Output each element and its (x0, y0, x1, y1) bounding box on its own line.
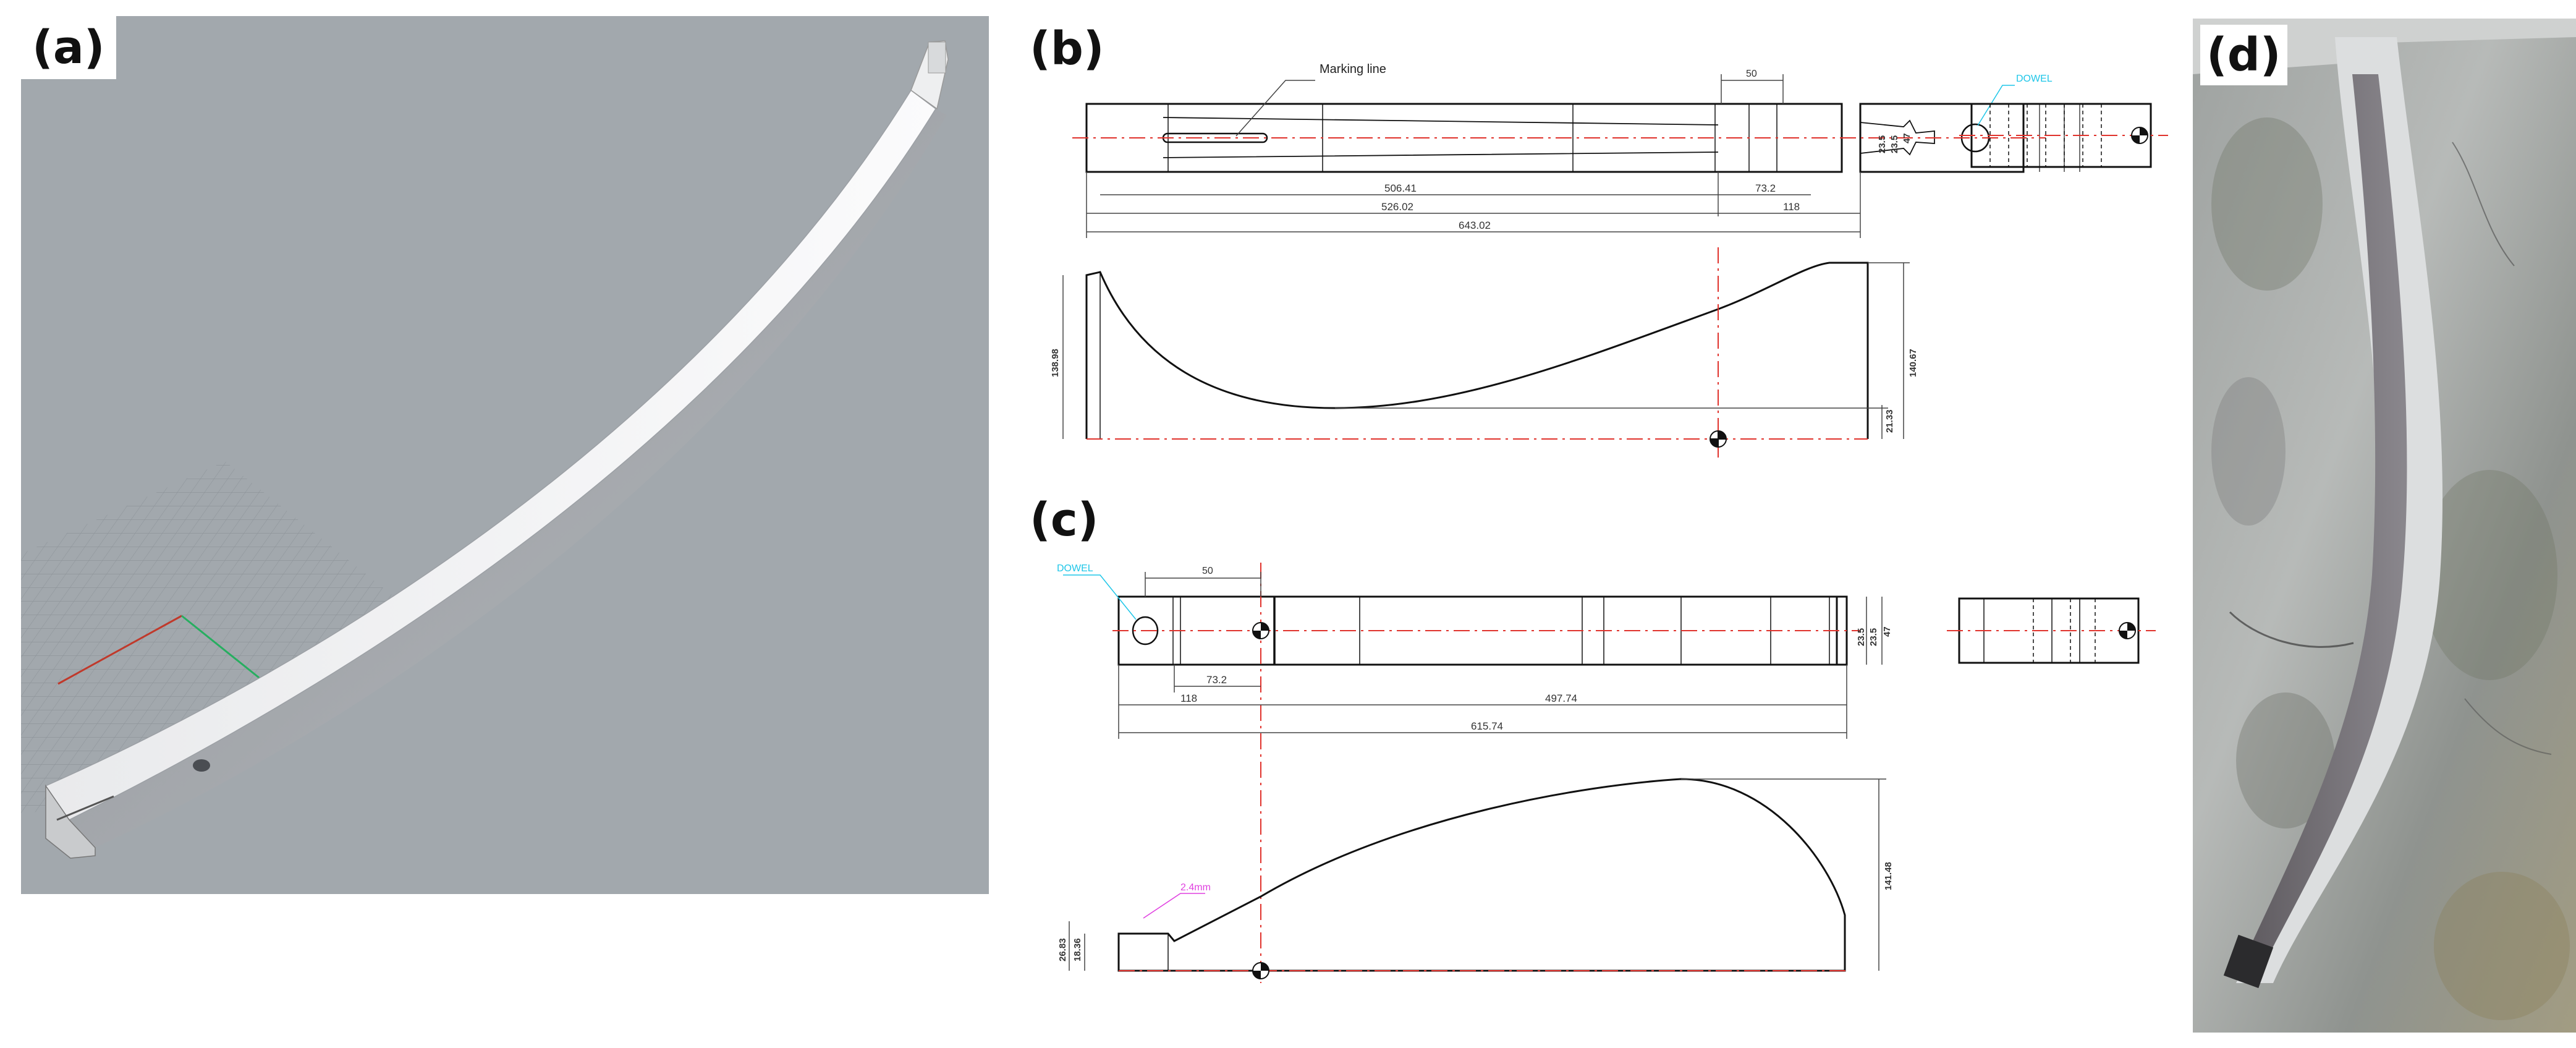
b-dowel-label: DOWEL (2016, 74, 2053, 84)
b-marking-line-label: Marking line (1320, 62, 1386, 76)
panel-c-end-view (1947, 594, 2157, 668)
panel-b-end-view (1959, 99, 2169, 173)
c-dim-118: 118 (1180, 692, 1197, 704)
c-dim-23-5-a: 23.5 (1856, 628, 1866, 646)
c-dim-47: 47 (1882, 626, 1892, 637)
end-slot-line (56, 795, 114, 821)
axis-x-red (57, 615, 182, 685)
b-dim-73: 73.2 (1755, 182, 1776, 194)
panel-label-a: (a) (21, 16, 116, 79)
b-dim-50: 50 (1746, 69, 1757, 79)
floor-grid (21, 461, 410, 814)
c-depth-label: 2.4mm (1180, 882, 1211, 893)
c-dim-141-48: 141.48 (1883, 862, 1894, 890)
b-taper-lines (1163, 117, 1719, 158)
b-dim-47: 47 (1902, 133, 1912, 143)
b-dim-138-98: 138.98 (1050, 349, 1061, 377)
panel-a-render (21, 16, 989, 894)
panel-d-photo (2193, 19, 2576, 1033)
dowel-hole (193, 759, 210, 772)
panel-d: (d) (2193, 19, 2576, 1033)
b-dowel-leader (1977, 85, 2015, 126)
mold-end-block (2223, 934, 2274, 989)
panel-b-drawing: Marking line DOWEL 50 506.41 73.2 526.02… (1050, 62, 2080, 458)
c-depth-leader (1143, 893, 1205, 919)
mold-channel (2242, 74, 2407, 971)
b-dim-526: 526.02 (1381, 201, 1413, 213)
axis-y-green (181, 615, 275, 691)
b-marking-leader (1235, 80, 1315, 137)
c-side-profile (1117, 778, 1846, 972)
b-dim-118: 118 (1783, 201, 1800, 213)
c-dowel-leader (1063, 574, 1137, 620)
b-dim-140-67: 140.67 (1908, 349, 1918, 377)
panel-a: (a) (21, 16, 989, 894)
panel-c: DOWEL 2.4mm 50 73.2 118 497.74 615.74 23… (1026, 488, 2188, 983)
c-dim-73: 73.2 (1206, 674, 1227, 686)
c-dim-497: 497.74 (1545, 692, 1577, 704)
c-dim-23-5-b: 23.5 (1868, 628, 1879, 646)
panel-label-d: (d) (2200, 25, 2287, 85)
c-dim-26-83: 26.83 (1057, 938, 1068, 961)
b-dim-23-5-b: 23.5 (1889, 135, 1900, 153)
mold-top-edge (2193, 19, 2576, 74)
b-side-profile (1085, 262, 1869, 439)
c-dowel-label: DOWEL (1057, 563, 1093, 574)
panel-label-b: (b) (1026, 17, 1108, 80)
c-dowel-hole (1132, 616, 1159, 645)
b-dim-23-5-a: 23.5 (1877, 135, 1888, 153)
panel-c-drawing: DOWEL 2.4mm 50 73.2 118 497.74 615.74 23… (1057, 563, 1894, 983)
panel-label-c: (c) (1026, 488, 1103, 552)
b-dim-506: 506.41 (1384, 182, 1417, 194)
c-dim-50: 50 (1202, 566, 1213, 576)
b-dim-643: 643.02 (1459, 219, 1491, 231)
end-slot (45, 784, 96, 859)
panel-b: Marking line DOWEL 50 506.41 73.2 526.02… (1026, 12, 2188, 464)
c-dim-615: 615.74 (1471, 720, 1503, 732)
b-dim-21-33: 21.33 (1884, 409, 1895, 433)
c-dim-18-36: 18.36 (1072, 938, 1083, 961)
beam-tip-block (928, 41, 946, 74)
